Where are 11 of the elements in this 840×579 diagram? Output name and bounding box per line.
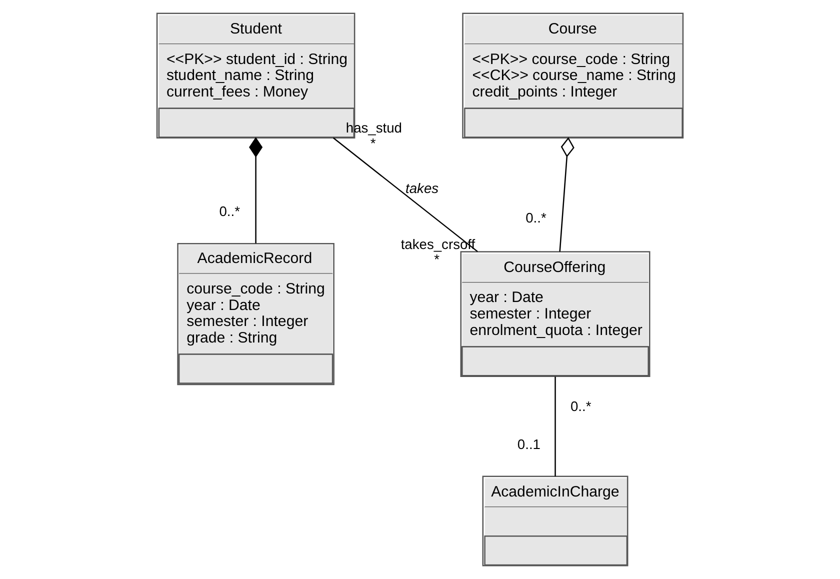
label: 0..* — [570, 398, 592, 414]
edge-label: takes — [406, 180, 439, 196]
label: 0..* — [526, 210, 546, 226]
label: 0..* — [219, 203, 240, 220]
connector — [554, 376, 556, 476]
connector — [559, 137, 574, 252]
connector — [332, 137, 478, 252]
label: * — [434, 250, 440, 267]
connector — [249, 137, 263, 244]
label: 0..1 — [517, 436, 540, 452]
label: * — [370, 134, 376, 151]
